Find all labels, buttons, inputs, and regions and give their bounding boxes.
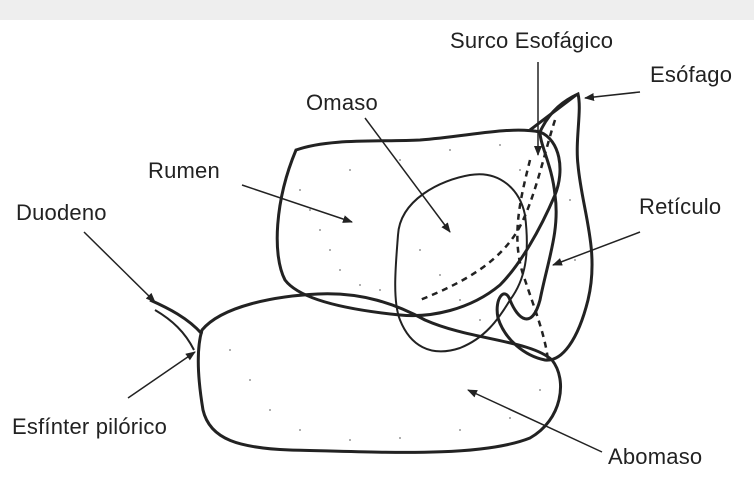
stipple-texture — [229, 144, 576, 441]
arrow-esfinter — [128, 352, 195, 398]
label-surco-esofagico: Surco Esofágico — [450, 30, 613, 52]
arrow-rumen — [242, 185, 352, 222]
surco-dashed-2 — [420, 120, 555, 300]
label-esofago: Esófago — [650, 64, 732, 86]
abomaso-outline — [198, 294, 560, 453]
arrow-reticulo — [553, 232, 640, 265]
arrow-omaso — [365, 118, 450, 232]
label-abomaso: Abomaso — [608, 446, 702, 468]
duodeno-tube — [150, 300, 202, 334]
label-reticulo: Retículo — [639, 196, 721, 218]
label-duodeno: Duodeno — [16, 202, 107, 224]
arrow-abomaso — [468, 390, 602, 452]
duodeno-tube-lower — [155, 310, 194, 350]
arrow-esofago — [585, 92, 640, 98]
label-rumen: Rumen — [148, 160, 220, 182]
label-esfinter-pilorico: Esfínter pilórico — [12, 416, 167, 438]
omaso-outline — [395, 174, 527, 351]
arrow-duodeno — [84, 232, 155, 302]
label-omaso: Omaso — [306, 92, 378, 114]
